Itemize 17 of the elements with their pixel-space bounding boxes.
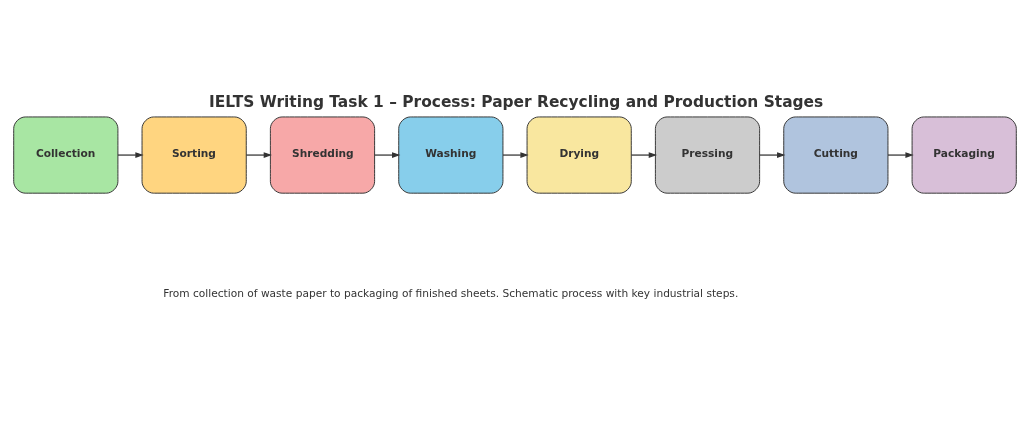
node-box: Cutting	[783, 116, 889, 194]
arrow	[117, 152, 144, 158]
arrow	[374, 152, 401, 158]
arrow	[887, 152, 914, 158]
node-box: Packaging	[911, 116, 1017, 194]
node-box: Shredding	[269, 116, 376, 194]
arrow	[502, 152, 529, 158]
node-box: Washing	[398, 116, 504, 194]
arrow	[759, 152, 786, 158]
arrow	[245, 152, 272, 158]
node-box: Pressing	[654, 116, 761, 194]
node-box: Drying	[526, 116, 632, 194]
caption: From collection of waste paper to packaging of finished sheets. Schematic process with key industrial steps.	[163, 286, 739, 300]
diagram-title: IELTS Writing Task 1 – Process: Paper Recycling and Production Stages	[209, 93, 824, 112]
arrow	[630, 152, 657, 158]
node-box: Sorting	[141, 116, 247, 194]
node-box: Collection	[13, 116, 119, 194]
